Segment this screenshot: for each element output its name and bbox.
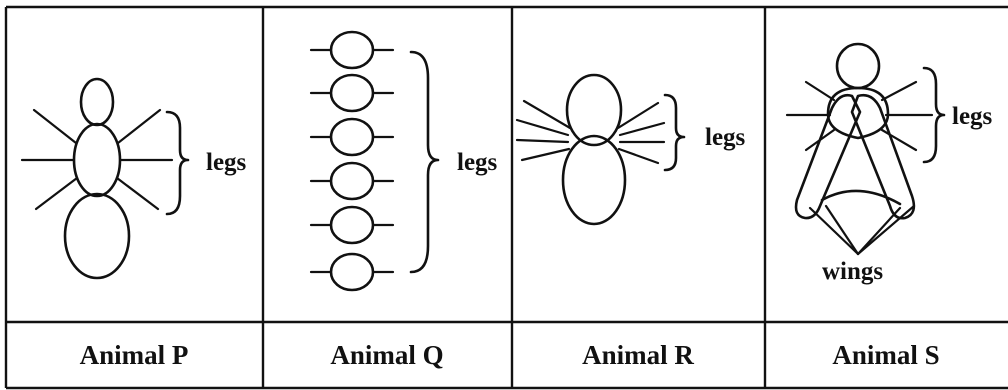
animal-q-legs-brace xyxy=(409,50,440,274)
animal-s-right-wing xyxy=(850,93,916,220)
animal-p-caption: Animal P xyxy=(80,340,189,370)
animal-q-drawing: legs xyxy=(309,30,498,292)
animal-r-drawing: legs xyxy=(515,73,746,226)
animal-s-legs xyxy=(785,80,934,152)
animal-s-wings-pointers xyxy=(808,204,916,256)
animal-r-legs-label: legs xyxy=(705,124,746,151)
animal-s-abdomen xyxy=(820,189,902,206)
animal-q-caption: Animal Q xyxy=(330,340,443,370)
animal-p-legs xyxy=(20,108,174,211)
animal-s-legs-brace xyxy=(922,66,946,164)
animal-p-drawing: legs xyxy=(20,77,247,280)
animal-s-drawing: legs wings xyxy=(785,42,993,285)
animal-r-legs-brace xyxy=(663,93,686,172)
animal-r-caption: Animal R xyxy=(582,340,694,370)
animal-s-legs-label: legs xyxy=(952,103,993,130)
animal-p-legs-brace xyxy=(165,110,190,216)
animal-q-legs-label: legs xyxy=(457,149,498,176)
table-grid xyxy=(4,5,1008,390)
animal-q-segments xyxy=(329,30,375,292)
animal-r-legs xyxy=(515,99,666,165)
animal-s-caption: Animal S xyxy=(832,340,939,370)
animal-q-legs xyxy=(309,48,395,274)
animal-p-legs-label: legs xyxy=(206,149,247,176)
animal-s-wings-label: wings xyxy=(822,258,883,285)
